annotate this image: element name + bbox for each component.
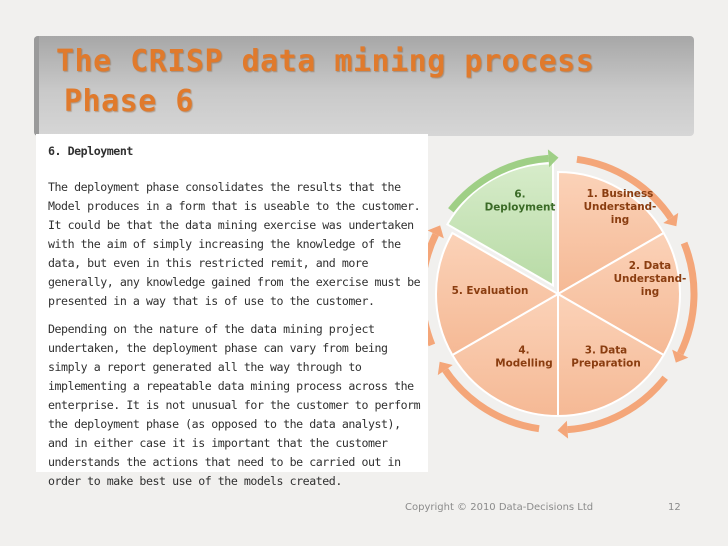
segment-label-5: 5. Evaluation <box>452 285 529 297</box>
cycle-arrow-head-5 <box>428 225 444 239</box>
cycle-arrow-3 <box>567 375 668 434</box>
cycle-arrow-head-6 <box>547 149 559 168</box>
text-panel: 6. Deployment The deployment phase conso… <box>36 134 428 488</box>
segment-3 <box>557 292 666 418</box>
cycle-arrow-1 <box>576 155 674 220</box>
cycle-arrow-head-1 <box>663 212 679 227</box>
page-number: 12 <box>668 502 681 513</box>
footer-copyright: Copyright © 2010 Data-Decisions Ltd <box>405 502 594 513</box>
cycle-arrow-2 <box>677 241 698 356</box>
paragraph-2: Depending on the nature of the data mini… <box>48 322 421 488</box>
cycle-arrow-5 <box>428 232 439 347</box>
cycle-arrow-head-4 <box>437 361 453 376</box>
slide-title-line-1: The CRISP data mining process <box>56 44 595 79</box>
segment-label-6: 6.Deployment <box>485 189 556 214</box>
segment-5 <box>435 231 561 357</box>
paragraph-1: The deployment phase consolidates the re… <box>48 180 421 308</box>
cycle-arrow-6 <box>448 154 549 213</box>
segment-2 <box>556 231 681 357</box>
title-accent-bar <box>34 36 39 136</box>
cycle-arrow-head-2 <box>672 349 689 363</box>
slide-title-line-2: Phase 6 <box>64 84 194 119</box>
cycle-arrow-4 <box>442 368 540 433</box>
segment-4 <box>450 292 559 418</box>
cycle-arrow-head-3 <box>557 420 569 439</box>
title-band <box>34 36 694 136</box>
segment-label-4: 4.Modelling <box>495 345 552 370</box>
segment-1 <box>557 170 666 296</box>
segment-6 <box>445 162 554 288</box>
section-heading: 6. Deployment <box>48 144 133 158</box>
